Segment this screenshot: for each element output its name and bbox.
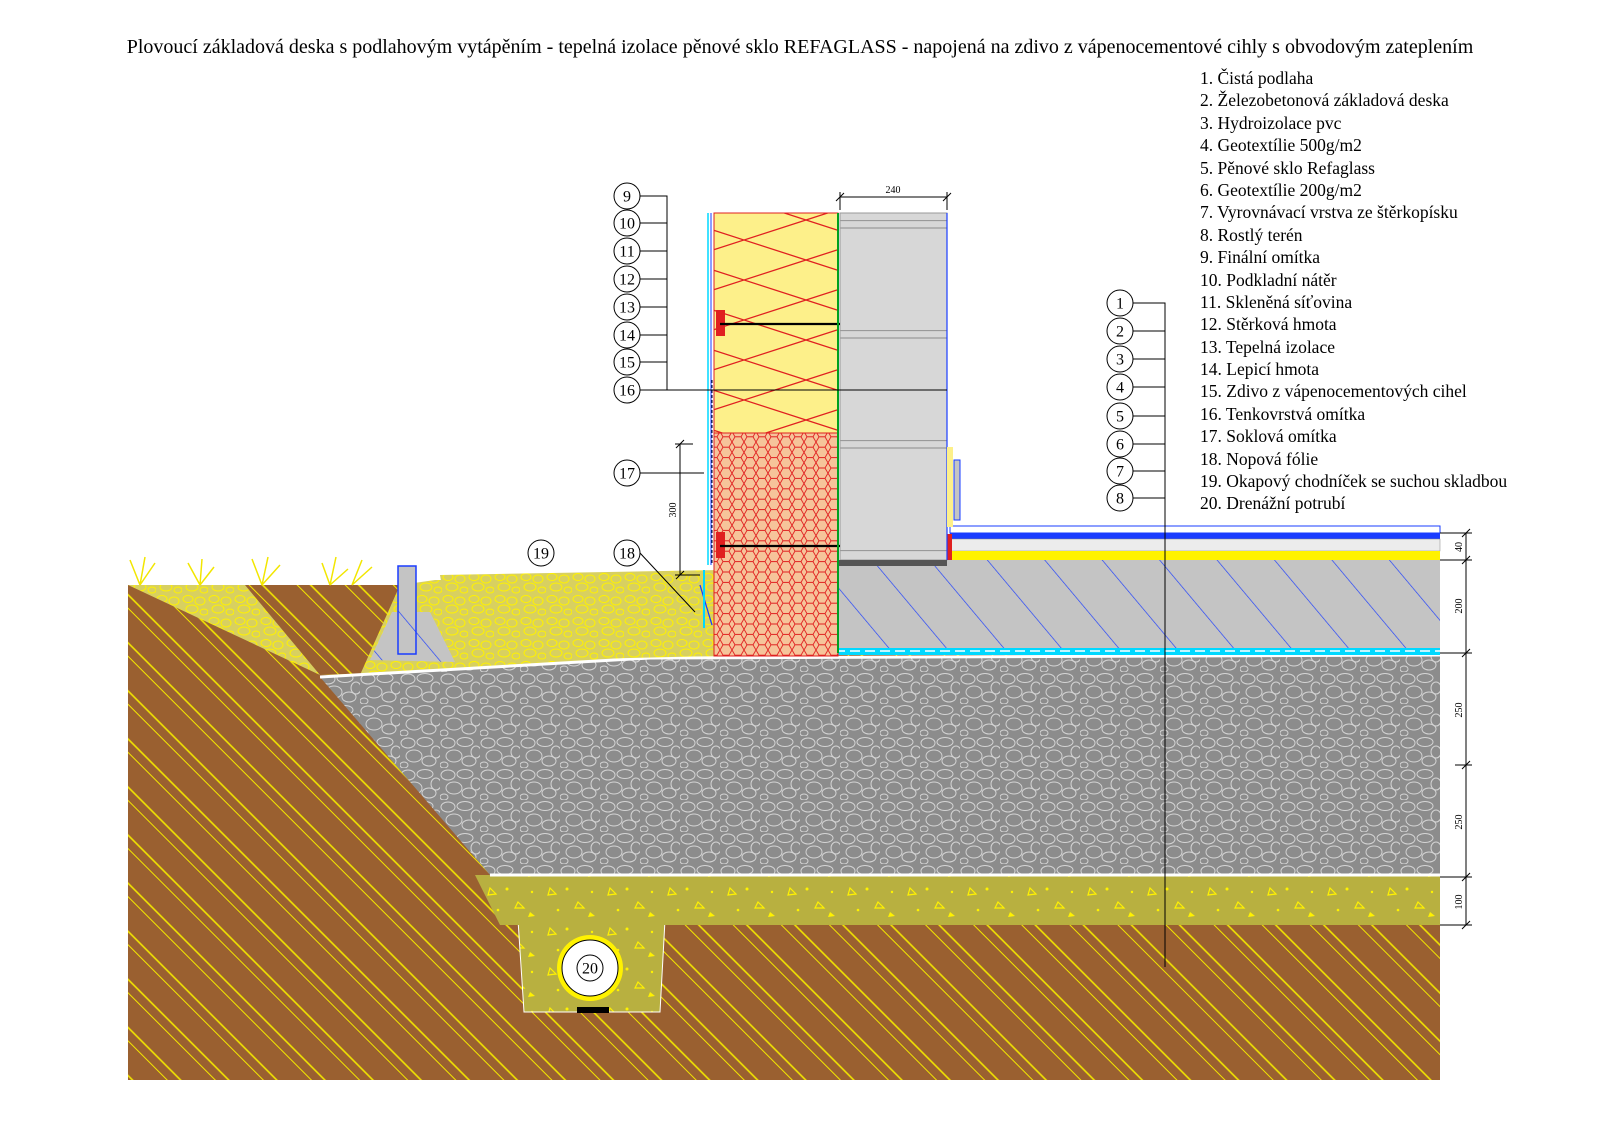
legend-item: 9. Finální omítka (1200, 247, 1321, 268)
callout-18: 18 (613, 539, 641, 567)
masonry-wall (839, 212, 961, 561)
callout-3: 3 (1106, 345, 1134, 373)
legend-item: 3. Hydroizolace pvc (1200, 112, 1342, 133)
callout-6: 6 (1106, 430, 1134, 458)
callout-12: 12 (613, 265, 641, 293)
callout-10: 10 (613, 209, 641, 237)
callout-16: 16 (613, 376, 641, 404)
callout-8: 8 (1106, 484, 1134, 512)
callout-5: 5 (1106, 402, 1134, 430)
callout-7: 7 (1106, 457, 1134, 485)
dimension-label: 240 (886, 185, 901, 196)
svg-text:11: 11 (619, 244, 634, 261)
svg-text:18: 18 (619, 546, 635, 563)
dimension-label: 250 (1454, 703, 1465, 718)
callout-group-left: 9 10 11 12 13 14 15 16 17 18 19 20 (527, 182, 641, 982)
svg-text:13: 13 (619, 300, 635, 317)
edge-strip (946, 534, 952, 560)
svg-text:10: 10 (619, 216, 635, 233)
geotextile-top (319, 653, 1441, 679)
svg-text:2: 2 (1116, 324, 1124, 341)
legend-item: 16. Tenkovrstvá omítka (1200, 403, 1366, 424)
legend-item: 13. Tepelná izolace (1200, 336, 1335, 357)
callout-19: 19 (527, 539, 555, 567)
legend-item: 6. Geotextílie 200g/m2 (1200, 179, 1362, 200)
wall-base (835, 560, 947, 566)
svg-text:9: 9 (623, 189, 631, 206)
callout-1: 1 (1106, 289, 1134, 317)
dimension-label: 200 (1454, 599, 1465, 614)
svg-text:20: 20 (582, 961, 598, 978)
svg-text:7: 7 (1116, 464, 1124, 481)
legend-item: 7. Vyrovnávací vrstva ze štěrkopísku (1200, 202, 1458, 223)
callout-17: 17 (613, 459, 641, 487)
callout-9: 9 (613, 182, 641, 210)
svg-text:16: 16 (619, 383, 635, 400)
svg-text:15: 15 (619, 355, 635, 372)
concrete-slab (835, 560, 1440, 648)
legend-item: 11. Skleněná síťovina (1200, 291, 1353, 312)
callout-leaders-right (1133, 302, 1166, 967)
drawing-title: Plovoucí základová deska s podlahovým vy… (126, 36, 1474, 58)
callout-11: 11 (613, 237, 641, 265)
floor-build-up (949, 525, 1441, 560)
dimension-label: 250 (1454, 815, 1465, 830)
svg-text:3: 3 (1116, 352, 1124, 369)
svg-text:6: 6 (1116, 437, 1124, 454)
legend: 1. Čistá podlaha 2. Železobetonová zákla… (1200, 67, 1507, 515)
dimension-label: 300 (668, 503, 679, 518)
gravel-fill (320, 655, 1440, 875)
callout-2: 2 (1106, 317, 1134, 345)
dimension-chain-right (1440, 528, 1472, 930)
callout-leaders-left (639, 195, 947, 613)
legend-item: 20. Drenážní potrubí (1200, 493, 1346, 514)
legend-item: 4. Geotextílie 500g/m2 (1200, 135, 1362, 156)
svg-text:12: 12 (619, 272, 635, 289)
legend-item: 1. Čistá podlaha (1200, 68, 1314, 88)
legend-item: 19. Okapový chodníček se suchou skladbou (1200, 471, 1508, 492)
dimension-wall-width (835, 192, 952, 210)
svg-text:17: 17 (619, 466, 635, 483)
callout-14: 14 (613, 321, 641, 349)
sand-leveling-layer (475, 875, 1440, 925)
legend-item: 10. Podkladní nátěr (1200, 269, 1337, 290)
dimension-plinth-height (675, 439, 700, 580)
callout-13: 13 (613, 293, 641, 321)
xps-plinth-insulation (713, 432, 839, 657)
legend-item: 5. Pěnové sklo Refaglass (1200, 157, 1375, 178)
dimension-label: 100 (1454, 895, 1465, 910)
svg-text:1: 1 (1116, 296, 1124, 313)
anchor-icon (716, 310, 840, 558)
callout-group-right: 1 2 3 4 5 6 7 8 (1106, 289, 1134, 512)
svg-text:8: 8 (1116, 491, 1124, 508)
svg-text:14: 14 (619, 328, 635, 345)
legend-item: 17. Soklová omítka (1200, 426, 1337, 447)
legend-item: 12. Stěrková hmota (1200, 314, 1337, 335)
svg-text:5: 5 (1116, 409, 1124, 426)
render-layers (699, 213, 839, 653)
svg-text:4: 4 (1116, 380, 1124, 397)
legend-item: 15. Zdivo z vápenocementových cihel (1200, 381, 1467, 402)
svg-text:19: 19 (533, 546, 549, 563)
legend-item: 2. Železobetonová základová deska (1200, 90, 1449, 111)
legend-item: 14. Lepicí hmota (1200, 359, 1320, 380)
grass-icon (129, 556, 373, 586)
sidewalk-gravel (440, 570, 720, 662)
legend-item: 8. Rostlý terén (1200, 224, 1303, 245)
callout-4: 4 (1106, 373, 1134, 401)
edge-kerb (397, 565, 417, 655)
dimension-label: 40 (1454, 542, 1465, 552)
callout-20: 20 (576, 954, 604, 982)
callout-15: 15 (613, 348, 641, 376)
legend-item: 18. Nopová fólie (1200, 448, 1319, 469)
